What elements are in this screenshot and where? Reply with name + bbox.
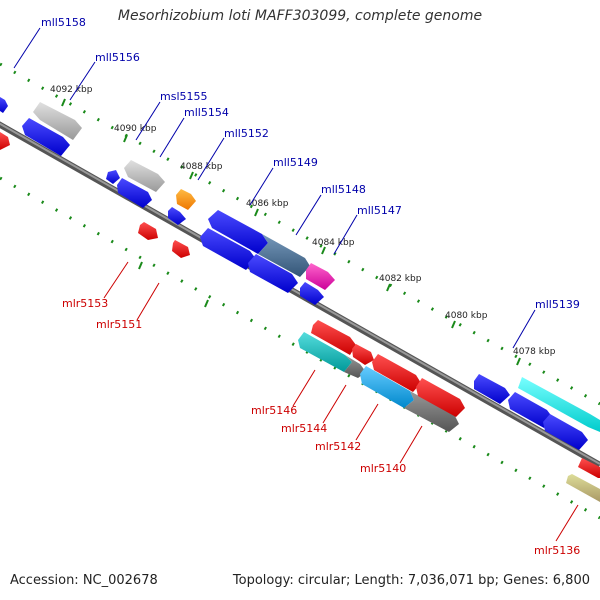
gene-label-mll5147[interactable]: mll5147 [357, 204, 402, 217]
gene-label-mll5154[interactable]: mll5154 [184, 106, 229, 119]
feature-mlr5144 [344, 355, 366, 378]
genome-title: Mesorhizobium loti MAFF303099, complete … [117, 8, 483, 24]
forward-leaders [13, 27, 536, 349]
scale-label: 4090 kbp [114, 124, 157, 134]
feature-mlr5136 [566, 474, 600, 502]
gene-label-mlr5153[interactable]: mlr5153 [62, 297, 108, 310]
gene-label-msl5155[interactable]: msl5155 [160, 90, 208, 103]
scale-label: 4080 kbp [445, 311, 488, 321]
gene-label-mll5148[interactable]: mll5148 [321, 183, 366, 196]
accession-text: Accession: NC_002678 [10, 573, 158, 588]
feature-mll5148 [306, 263, 335, 290]
scale-label: 4092 kbp [50, 85, 93, 95]
gene-label-mll5139[interactable]: mll5139 [535, 298, 580, 311]
reverse-leaders [103, 261, 579, 542]
gene-label-mlr5151[interactable]: mlr5151 [96, 318, 142, 331]
feature-mlr5142 [360, 366, 414, 408]
feature-orf1 [474, 374, 510, 404]
feature-mlr5153 [138, 222, 158, 240]
feature-mlr5140 [404, 391, 459, 432]
feature-mlr5151 [172, 240, 190, 258]
feature-mll5152 [176, 189, 196, 210]
feature-msl5155 [124, 160, 165, 192]
feature-mlr5146 [298, 332, 352, 372]
scale-label: 4078 kbp [513, 347, 556, 357]
forward-strand-inner [0, 97, 588, 450]
gene-label-mlr5136[interactable]: mlr5136 [534, 544, 580, 557]
scale-ticks [61, 98, 521, 366]
feature-mll5156 [33, 102, 82, 140]
outer-tick-track [0, 62, 600, 406]
gene-label-mlr5144[interactable]: mlr5144 [281, 422, 327, 435]
scale-label: 4082 kbp [379, 274, 422, 284]
forward-strand-features [33, 102, 600, 432]
feature-mll5149b [258, 234, 310, 277]
gene-label-mll5149[interactable]: mll5149 [273, 156, 318, 169]
genome-summary-text: Topology: circular; Length: 7,036,071 bp… [232, 573, 590, 588]
gene-label-mlr5142[interactable]: mlr5142 [315, 440, 361, 453]
scale-label: 4086 kbp [246, 199, 289, 209]
gene-label-mll5152[interactable]: mll5152 [224, 127, 269, 140]
gene-label-mlr5140[interactable]: mlr5140 [360, 462, 406, 475]
scale-label: 4088 kbp [180, 162, 223, 172]
gene-label-mll5158[interactable]: mll5158 [41, 16, 86, 29]
feature-mll5149 [208, 210, 268, 254]
gene-label-mll5156[interactable]: mll5156 [95, 51, 140, 64]
feature-mll5139 [518, 377, 600, 432]
scale-label: 4084 kbp [312, 238, 355, 248]
gene-label-mlr5146[interactable]: mlr5146 [251, 404, 297, 417]
reverse-strand-features [0, 132, 600, 502]
